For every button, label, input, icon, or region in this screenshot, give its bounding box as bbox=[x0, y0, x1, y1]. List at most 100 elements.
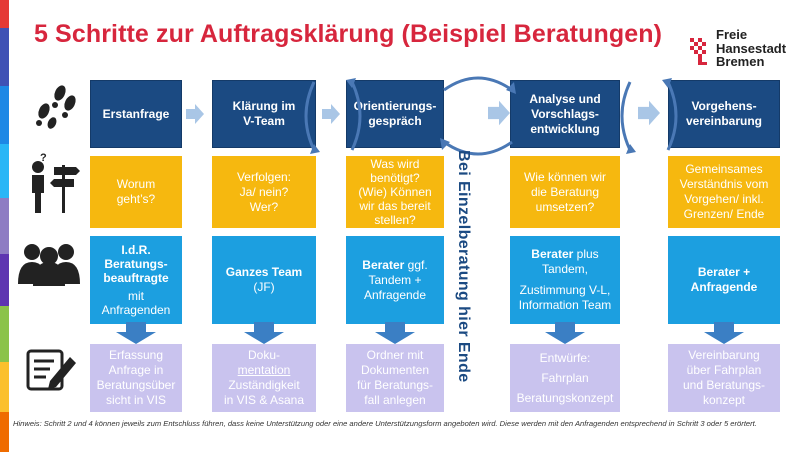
question-3-line-4: wir das bereit bbox=[359, 199, 431, 213]
question-2: Verfolgen: Ja/ nein? Wer? bbox=[212, 156, 316, 228]
question-3-line-5: stellen? bbox=[374, 213, 416, 227]
question-1: Worum geht’s? bbox=[90, 156, 182, 228]
question-5-line-2: Verständnis vom bbox=[679, 177, 769, 191]
step-4-line-1: Analyse und bbox=[529, 91, 601, 106]
strip-orange bbox=[0, 412, 9, 452]
participants-3-line-1-bold: Berater bbox=[362, 257, 405, 272]
arrow-down-icon bbox=[244, 322, 284, 344]
footsteps-icon bbox=[36, 85, 76, 129]
strip-green bbox=[0, 306, 9, 362]
documentation-1-line-1: Erfassung bbox=[108, 348, 164, 362]
participants-4-line-1-bold: Berater bbox=[531, 247, 574, 261]
step-2-line-1: Klärung im bbox=[232, 99, 296, 113]
documentation-5-line-4: konzept bbox=[702, 393, 746, 407]
strip-red bbox=[0, 0, 9, 28]
documentation-5-line-2: über Fahrplan bbox=[686, 363, 762, 377]
participants-4-line-1-rest: plus bbox=[573, 247, 599, 261]
participants-1: I.d.R. Beratungs- beauftragte mit Anfrag… bbox=[90, 236, 182, 324]
question-1-line-1: Worum bbox=[116, 177, 156, 191]
participants-1-line-3: beauftragte bbox=[103, 271, 169, 285]
participants-5-line-1: Berater + bbox=[697, 265, 751, 279]
documentation-4-line-3: Beratungskonzept bbox=[516, 390, 614, 405]
question-4-line-3: umsetzen? bbox=[535, 199, 595, 214]
participants-4-line-3: Zustimmung V-L, bbox=[519, 283, 611, 297]
participants-2-line-2: (JF) bbox=[253, 280, 275, 294]
strip-yellow bbox=[0, 362, 9, 412]
participants-1-line-2: Beratungs- bbox=[104, 257, 168, 271]
participants-3: Berater ggf. Tandem + Anfragende bbox=[346, 236, 444, 324]
question-3-line-3: (Wie) Können bbox=[358, 185, 432, 199]
participants-1-line-5: Anfragenden bbox=[101, 303, 171, 317]
participants-1-line-1: I.d.R. bbox=[121, 243, 151, 257]
document-pen-icon bbox=[26, 349, 76, 391]
documentation-5-line-1: Vereinbarung bbox=[688, 348, 760, 362]
question-5-line-3: Vorgehen/ inkl. bbox=[684, 192, 764, 206]
question-5: Gemeinsames Verständnis vom Vorgehen/ in… bbox=[668, 156, 780, 228]
step-1-erstanfrage: Erstanfrage bbox=[90, 80, 182, 148]
documentation-5: Vereinbarung über Fahrplan und Beratungs… bbox=[668, 344, 780, 412]
documentation-3: Ordner mit Dokumenten für Beratungs- fal… bbox=[346, 344, 444, 412]
documentation-2-line-3: Zuständigkeit bbox=[228, 378, 300, 392]
step-3-line-2: gespräch bbox=[368, 114, 422, 128]
question-5-line-4: Grenzen/ Ende bbox=[683, 207, 765, 221]
bremen-logo: Freie Hansestadt Bremen bbox=[686, 28, 796, 72]
arrow-down-icon bbox=[116, 322, 156, 344]
question-2-line-3: Wer? bbox=[249, 199, 279, 214]
participants-3-line-2: Tandem + bbox=[368, 272, 422, 287]
participants-2: Ganzes Team (JF) bbox=[212, 236, 316, 324]
question-3: Was wird benötigt? (Wie) Können wir das … bbox=[346, 156, 444, 228]
step-2-klaerung: Klärung im V-Team bbox=[212, 80, 316, 148]
documentation-2-line-1: Doku- bbox=[247, 348, 280, 362]
step-4-line-3: entwicklung bbox=[530, 121, 600, 136]
participants-5: Berater + Anfragende bbox=[668, 236, 780, 324]
documentation-4-line-2: Fahrplan bbox=[541, 370, 589, 385]
participants-1-line-4: mit bbox=[128, 289, 144, 303]
question-2-line-1: Verfolgen: bbox=[236, 169, 292, 184]
svg-text:?: ? bbox=[40, 153, 47, 164]
arrow-down-icon bbox=[545, 322, 585, 344]
question-1-line-2: geht’s? bbox=[116, 192, 156, 206]
participants-3-line-1: Berater ggf. bbox=[362, 258, 427, 273]
logo-line-3: Bremen bbox=[716, 54, 765, 69]
step-5-vorgehen: Vorgehens- vereinbarung bbox=[668, 80, 780, 148]
participants-4-line-4: Information Team bbox=[518, 298, 612, 312]
step-2-line-2: V-Team bbox=[243, 114, 285, 128]
participants-4-line-1: Berater plus bbox=[531, 247, 598, 262]
participants-3-line-1-rest: ggf. bbox=[404, 257, 428, 272]
logo-text: Freie Hansestadt Bremen bbox=[716, 28, 786, 69]
step-1-label: Erstanfrage bbox=[102, 106, 170, 121]
documentation-1-line-3: Beratungsüber bbox=[96, 378, 176, 392]
arrow-right-icon bbox=[322, 104, 340, 124]
documentation-3-line-3: für Beratungs- bbox=[356, 378, 434, 392]
question-3-line-1: Was wird bbox=[370, 157, 420, 171]
documentation-1-line-4: sicht in VIS bbox=[105, 393, 167, 407]
step-3-orientierung: Orientierungs- gespräch bbox=[346, 80, 444, 148]
question-3-line-2: benötigt? bbox=[370, 171, 420, 185]
cycle-arrow-icon bbox=[440, 76, 516, 156]
vertical-label-text: Bei Einzelberatung hier Ende bbox=[455, 150, 472, 383]
documentation-5-line-3: und Beratungs- bbox=[682, 378, 766, 392]
cycle-arrow-icon bbox=[304, 78, 362, 154]
documentation-3-line-2: Dokumenten bbox=[360, 363, 430, 377]
group-icon bbox=[18, 244, 80, 286]
documentation-3-line-1: Ordner mit bbox=[366, 348, 424, 362]
arrow-down-icon bbox=[704, 322, 744, 344]
step-4-line-2: Vorschlags- bbox=[531, 106, 599, 121]
strip-lightblue bbox=[0, 144, 9, 198]
documentation-1-line-2: Anfrage in bbox=[108, 363, 164, 377]
documentation-1: Erfassung Anfrage in Beratungsüber sicht… bbox=[90, 344, 182, 412]
documentation-4-line-1: Entwürfe: bbox=[539, 350, 591, 365]
documentation-2-line-2: mentation bbox=[237, 363, 291, 377]
logo-line-2: Hansestadt bbox=[716, 40, 787, 56]
question-4-line-1: Wie können wir bbox=[523, 169, 607, 184]
step-5-line-2: vereinbarung bbox=[685, 114, 763, 128]
footer-hint: Hinweis: Schritt 2 und 4 können jeweils … bbox=[13, 419, 757, 428]
step-5-line-1: Vorgehens- bbox=[691, 99, 757, 113]
step-4-analyse: Analyse und Vorschlags- entwicklung bbox=[510, 80, 620, 148]
single-consultation-end-label: Bei Einzelberatung hier Ende bbox=[454, 150, 480, 386]
page-title: 5 Schritte zur Auftragsklärung (Beispiel… bbox=[34, 20, 662, 48]
question-5-line-1: Gemeinsames bbox=[685, 162, 763, 176]
strip-indigo bbox=[0, 28, 9, 86]
documentation-3-line-4: fall anlegen bbox=[364, 393, 426, 407]
strip-deeppurple bbox=[0, 254, 9, 306]
